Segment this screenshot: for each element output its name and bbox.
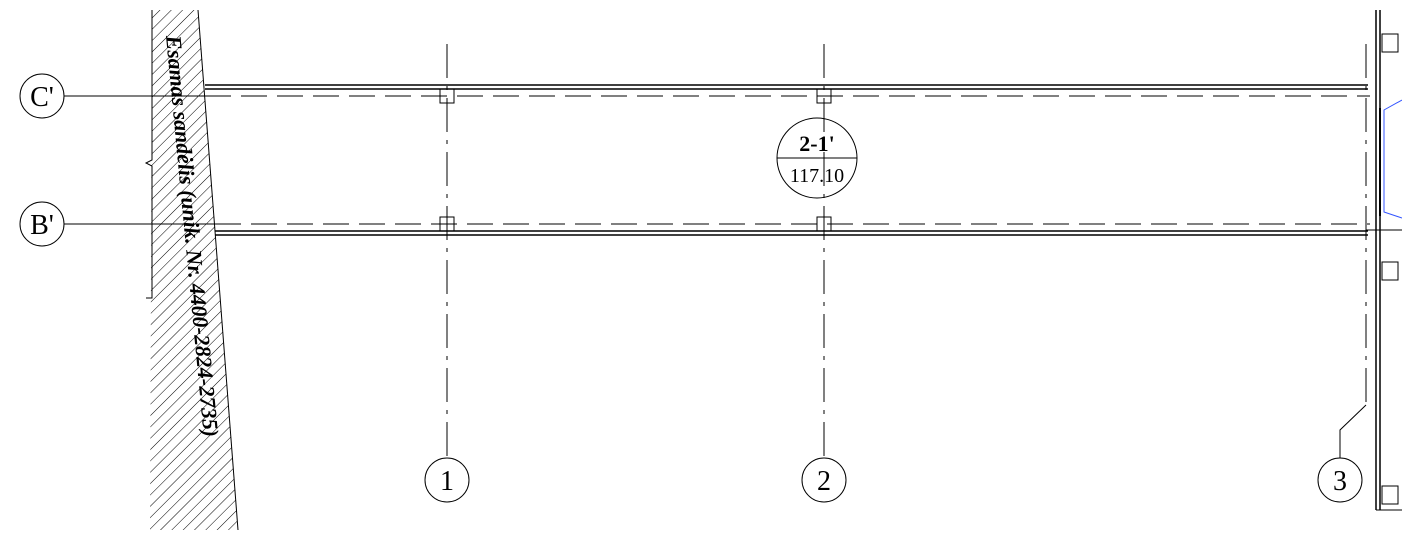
room-area: 117.10 xyxy=(790,165,844,187)
grid-label-b-prime: B' xyxy=(30,210,54,241)
room-tag: 2-1' 117.10 xyxy=(776,117,858,199)
existing-building-wall xyxy=(144,9,239,531)
grid-line-3 xyxy=(1339,44,1367,458)
grid-bubble-2: 2 xyxy=(801,457,847,503)
grid-label-1: 1 xyxy=(440,466,454,497)
wall-top xyxy=(205,84,1368,90)
grid-bubble-1: 1 xyxy=(424,457,470,503)
grid-label-3: 3 xyxy=(1333,466,1347,497)
door-opening-accent xyxy=(1379,99,1402,219)
grid-line-1 xyxy=(439,44,455,458)
wall-bottom xyxy=(215,230,1368,236)
grid-label-2: 2 xyxy=(817,466,831,497)
grid-label-c-prime: C' xyxy=(30,82,54,113)
grid-bubble-c-prime: C' xyxy=(19,73,65,119)
room-number: 2-1' xyxy=(799,131,834,156)
right-outer-wall xyxy=(1366,10,1402,511)
grid-line-2 xyxy=(816,44,832,458)
grid-bubble-b-prime: B' xyxy=(19,201,65,247)
grid-bubble-3: 3 xyxy=(1317,457,1363,503)
